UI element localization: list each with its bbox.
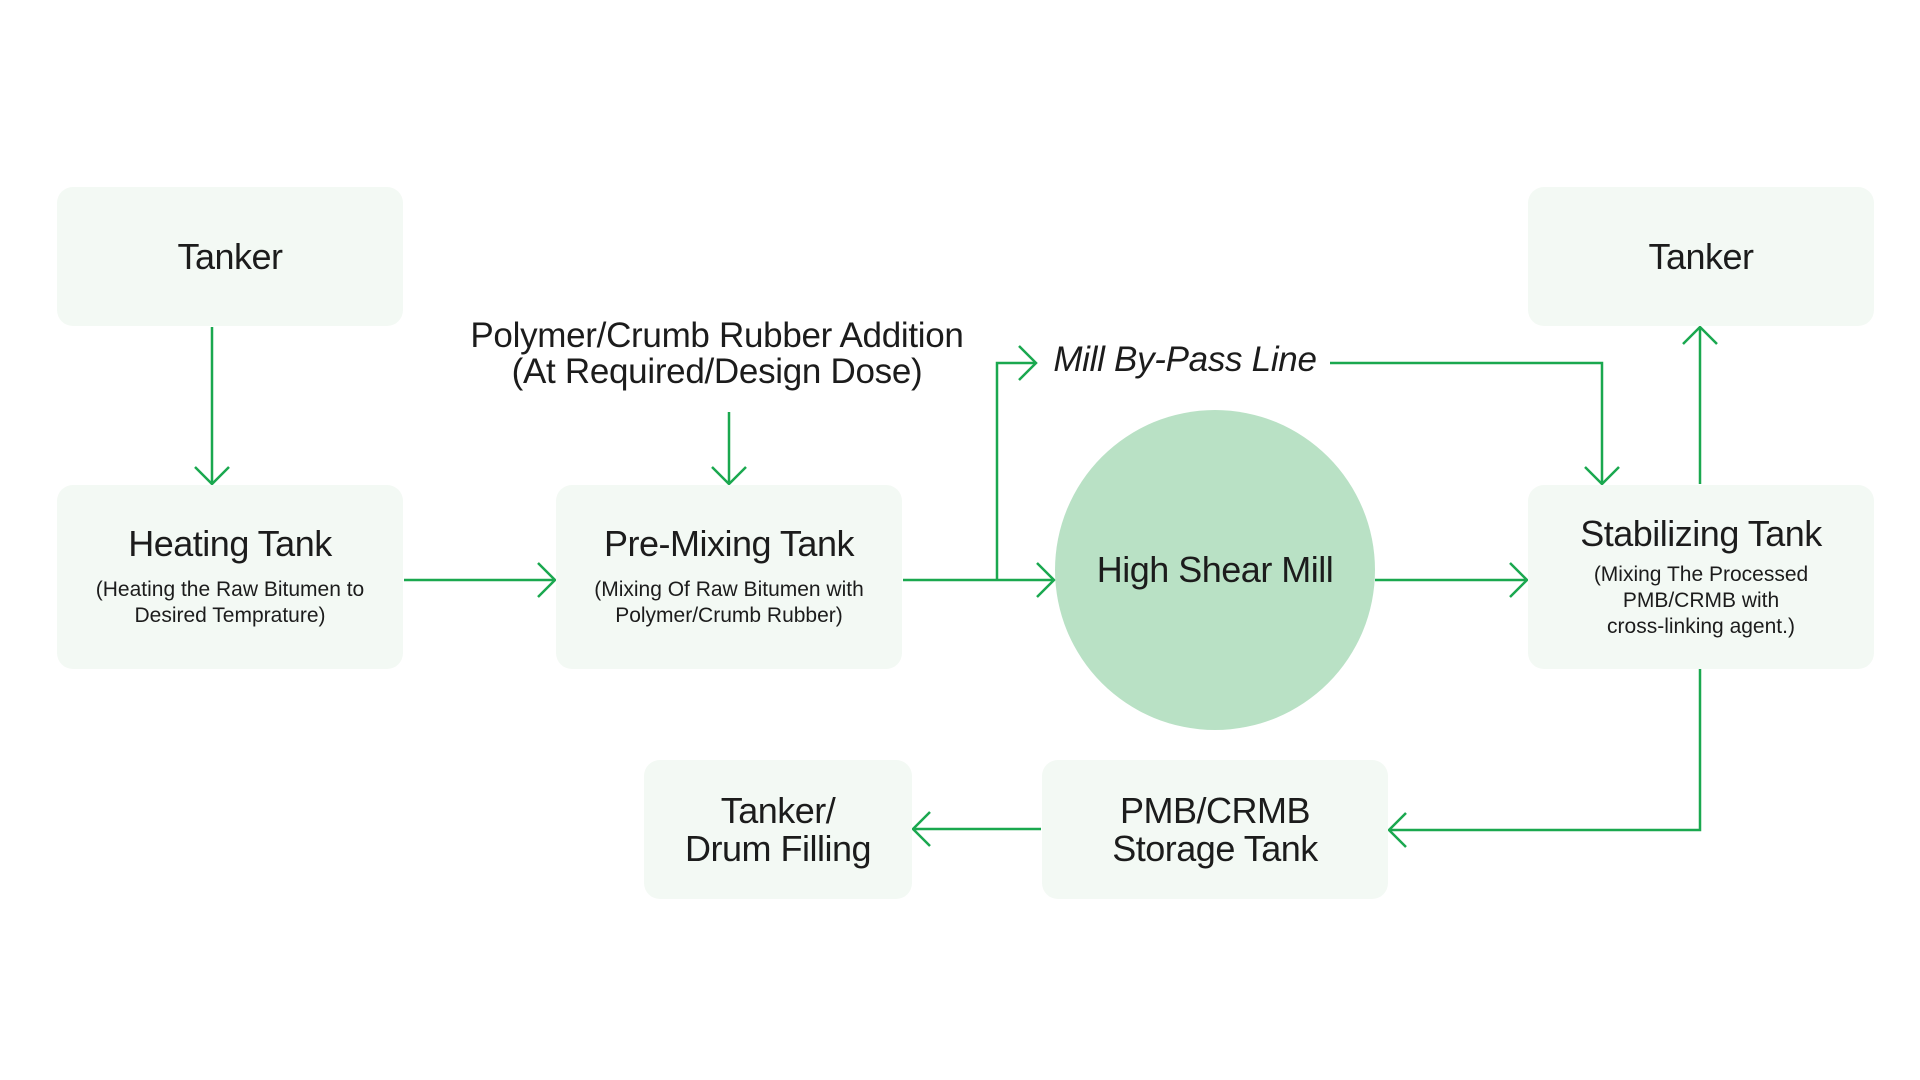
arrow-stabilizing-to-storage bbox=[1389, 669, 1702, 832]
pre-mixing-tank-description: (Mixing Of Raw Bitumen with Polymer/Crum… bbox=[594, 578, 864, 627]
arrowhead-tanker-out bbox=[1682, 325, 1718, 345]
arrowhead-polymer-addition bbox=[711, 466, 747, 486]
arrowhead-stabilizing-tank bbox=[1509, 562, 1529, 598]
high-shear-mill-circle: High Shear Mill bbox=[1055, 410, 1375, 730]
stabilizing-tank-box: Stabilizing Tank (Mixing The Processed P… bbox=[1528, 485, 1874, 669]
drum-filling-box: Tanker/ Drum Filling bbox=[644, 760, 912, 899]
tanker-input-box: Tanker bbox=[57, 187, 403, 326]
mill-bypass-line-label: Mill By-Pass Line bbox=[1053, 340, 1317, 379]
arrowhead-bypass-label bbox=[1018, 345, 1038, 381]
tanker-output-box: Tanker bbox=[1528, 187, 1874, 326]
heating-tank-description: (Heating the Raw Bitumen to Desired Temp… bbox=[95, 578, 365, 627]
tanker-output-title: Tanker bbox=[1648, 235, 1754, 277]
arrowhead-high-shear-mill bbox=[1036, 562, 1056, 598]
storage-tank-title: PMB/CRMB Storage Tank bbox=[1112, 789, 1318, 869]
arrowhead-heating-tank bbox=[194, 466, 230, 486]
arrowhead-drum-filling bbox=[911, 811, 931, 847]
tanker-input-title: Tanker bbox=[177, 235, 283, 277]
heating-tank-title: Heating Tank bbox=[128, 523, 332, 565]
arrow-bypass-to-stabilizing bbox=[1330, 361, 1604, 484]
heating-tank-box: Heating Tank (Heating the Raw Bitumen to… bbox=[57, 485, 403, 669]
storage-tank-box: PMB/CRMB Storage Tank bbox=[1042, 760, 1388, 899]
pre-mixing-tank-title: Pre-Mixing Tank bbox=[604, 523, 854, 565]
arrow-bypass-branch bbox=[995, 361, 1036, 580]
polymer-addition-label: Polymer/Crumb Rubber Addition (At Requir… bbox=[470, 316, 964, 392]
arrowhead-storage-tank bbox=[1387, 812, 1407, 848]
drum-filling-title: Tanker/ Drum Filling bbox=[684, 789, 872, 869]
pre-mixing-tank-box: Pre-Mixing Tank (Mixing Of Raw Bitumen w… bbox=[556, 485, 902, 669]
high-shear-mill-title: High Shear Mill bbox=[1096, 549, 1334, 590]
arrowhead-bypass-stabilizing bbox=[1584, 466, 1620, 486]
arrowhead-premixing-tank bbox=[537, 562, 557, 598]
stabilizing-tank-description: (Mixing The Processed PMB/CRMB with cros… bbox=[1593, 563, 1809, 638]
stabilizing-tank-title: Stabilizing Tank bbox=[1580, 512, 1822, 554]
